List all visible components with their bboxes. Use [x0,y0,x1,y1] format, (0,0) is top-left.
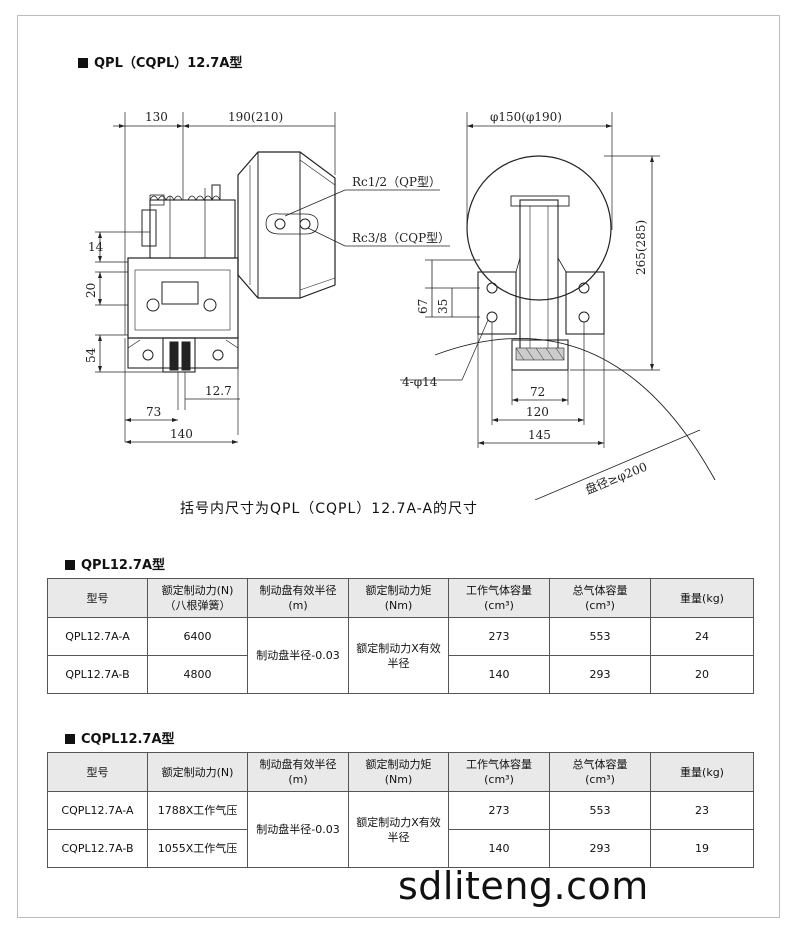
cell-radius-merged: 制动盘半径-0.03 [247,791,349,868]
cell-radius-merged: 制动盘半径-0.03 [247,617,349,694]
table-row: CQPL12.7A-B 1055X工作气压 140 293 19 [47,829,754,868]
table-header-row: 型号 额定制动力(N) 制动盘有效半径(m) 额定制动力矩(Nm) 工作气体容量… [47,752,754,792]
cell-work-gas: 273 [448,791,550,830]
technical-drawing: 130 190(210) 14 20 54 [84,110,716,500]
dim-14: 14 [88,240,104,254]
col-model: 型号 [47,752,148,792]
label-holes: 4-φ14 [402,375,438,389]
qpl-section-title: QPL12.7A型 [65,554,165,573]
table-header-row: 型号 额定制动力(N)（八根弹簧） 制动盘有效半径(m) 额定制动力矩(Nm) … [47,578,754,618]
dim-73: 73 [146,405,161,419]
table-row: QPL12.7A-A 6400 制动盘半径-0.03 额定制动力X有效半径 27… [47,617,754,694]
table-row: CQPL12.7A-A 1788X工作气压 制动盘半径-0.03 额定制动力X有… [47,791,754,868]
cell-weight: 20 [650,655,754,694]
col-radius: 制动盘有效半径(m) [247,752,349,792]
cell-model: QPL12.7A-A [47,617,148,656]
cell-force: 4800 [147,655,248,694]
dim-140: 140 [170,427,193,441]
cell-weight: 23 [650,791,754,830]
col-weight: 重量(kg) [650,752,754,792]
cell-weight: 24 [650,617,754,656]
section-square-icon [78,58,88,68]
label-rc12: Rc1/2（QP型） [352,175,441,189]
drawing-title: QPL（CQPL）12.7A型 [78,52,242,71]
table-row: QPL12.7A-B 4800 140 293 20 [47,655,754,694]
cell-work-gas: 140 [448,829,550,868]
section-square-icon [65,560,75,570]
cell-total-gas: 553 [549,617,651,656]
cell-torque-merged: 额定制动力X有效半径 [348,617,449,694]
cell-model: CQPL12.7A-B [47,829,148,868]
col-work-gas: 工作气体容量(cm³) [448,752,550,792]
label-disc: 盘径≥φ200 [583,459,649,497]
cell-work-gas: 273 [448,617,550,656]
cell-model: CQPL12.7A-A [47,791,148,830]
col-force: 额定制动力(N)（八根弹簧） [147,578,248,618]
cell-force: 1788X工作气压 [147,791,248,830]
dim-20: 20 [84,283,98,298]
cell-work-gas: 140 [448,655,550,694]
col-torque: 额定制动力矩(Nm) [348,578,449,618]
cell-force: 6400 [147,617,248,656]
qpl-title-text: QPL12.7A型 [81,558,165,573]
cell-torque-merged: 额定制动力X有效半径 [348,791,449,868]
col-total-gas: 总气体容量(cm³) [549,578,651,618]
cell-weight: 19 [650,829,754,868]
cell-total-gas: 293 [549,829,651,868]
cell-force: 1055X工作气压 [147,829,248,868]
section-square-icon [65,734,75,744]
dim-72: 72 [530,385,545,399]
col-radius: 制动盘有效半径(m) [247,578,349,618]
cell-total-gas: 553 [549,791,651,830]
dim-67: 67 [416,299,430,314]
cqpl-section-title: CQPL12.7A型 [65,728,175,747]
cqpl-title-text: CQPL12.7A型 [81,732,175,747]
qpl-spec-table: 型号 额定制动力(N)（八根弹簧） 制动盘有效半径(m) 额定制动力矩(Nm) … [47,578,754,694]
col-force: 额定制动力(N) [147,752,248,792]
drawing-title-text: QPL（CQPL）12.7A型 [94,56,243,71]
page-frame [17,15,780,918]
cell-total-gas: 293 [549,655,651,694]
dim-35: 35 [436,299,450,314]
dim-54: 54 [84,347,98,363]
cell-model: QPL12.7A-B [47,655,148,694]
dim-145: 145 [528,428,551,442]
col-total-gas: 总气体容量(cm³) [549,752,651,792]
col-torque: 额定制动力矩(Nm) [348,752,449,792]
dim-120: 120 [526,405,549,419]
watermark: sdliteng.com [398,864,649,908]
dim-12-7: 12.7 [205,384,232,398]
drawing-note: 括号内尺寸为QPL（CQPL）12.7A-A的尺寸 [180,501,479,517]
dim-190: 190(210) [228,110,283,124]
dim-265: 265(285) [634,220,648,275]
dim-130: 130 [145,110,168,124]
dim-phi150: φ150(φ190) [490,110,562,124]
label-rc38: Rc3/8（CQP型） [352,231,450,245]
col-model: 型号 [47,578,148,618]
col-weight: 重量(kg) [650,578,754,618]
col-work-gas: 工作气体容量(cm³) [448,578,550,618]
cqpl-spec-table: 型号 额定制动力(N) 制动盘有效半径(m) 额定制动力矩(Nm) 工作气体容量… [47,752,754,868]
